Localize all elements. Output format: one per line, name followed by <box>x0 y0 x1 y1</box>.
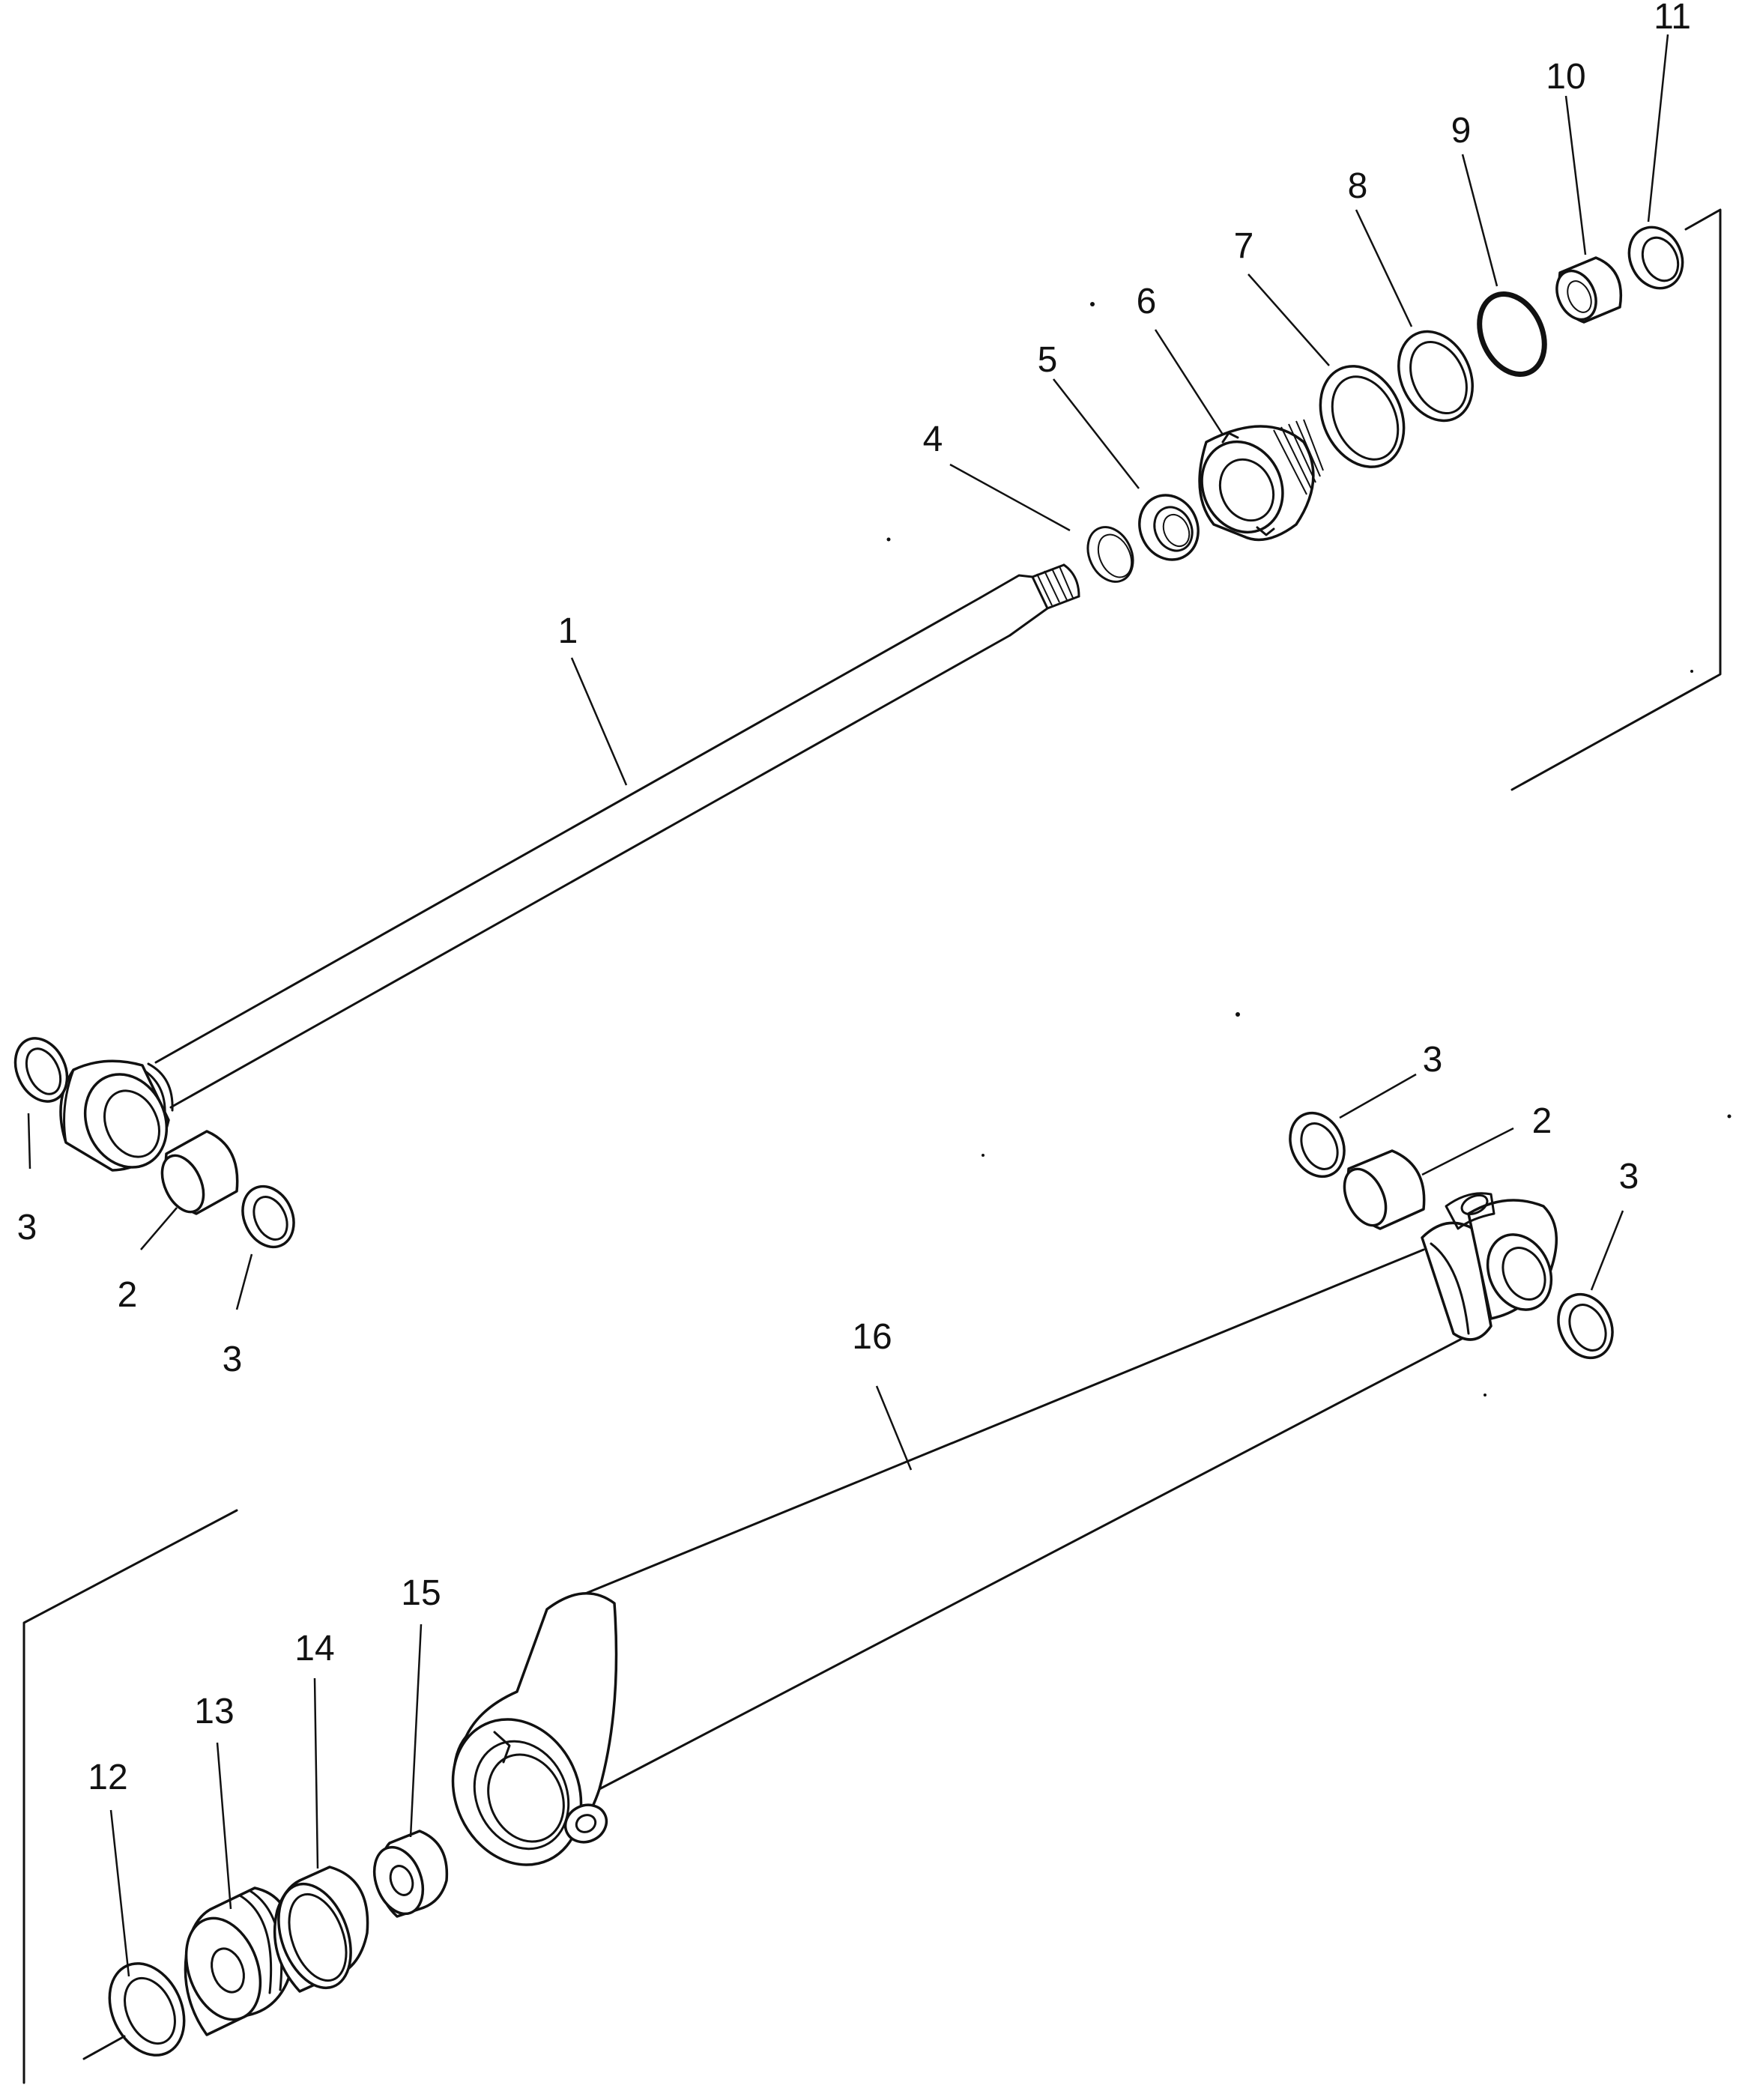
snap-ring <box>1086 526 1134 583</box>
label-part-12: 12 <box>88 1758 127 1797</box>
o-ring <box>1477 291 1547 377</box>
leader-lines <box>27 34 1669 1977</box>
label-part-14: 14 <box>294 1629 334 1668</box>
rod-end-bushing <box>160 1130 239 1215</box>
label-part-10: 10 <box>1546 57 1585 97</box>
cylinder-head <box>1198 419 1324 542</box>
label-part-4: 4 <box>923 420 943 459</box>
head-end-dust-seal-upper <box>1289 1111 1346 1178</box>
bushing <box>1555 256 1623 324</box>
label-part-11: 11 <box>1654 0 1691 37</box>
seal-ring <box>1397 330 1474 423</box>
label-part-3-far-left: 3 <box>17 1208 37 1247</box>
backup-ring <box>1319 365 1406 468</box>
assembly-bracket-lines <box>22 208 1722 2084</box>
scan-specks <box>886 302 1732 1397</box>
piston-rod <box>59 563 1080 1172</box>
label-part-7: 7 <box>1234 226 1254 266</box>
part-labels: 1 4 5 6 7 8 9 10 11 3 2 3 3 2 3 16 12 13… <box>17 0 1691 1797</box>
cylinder-tube <box>451 1192 1558 1866</box>
label-part-15: 15 <box>401 1573 441 1613</box>
label-part-3-upper-right: 3 <box>1423 1040 1443 1080</box>
rod-end-dust-seal-right <box>241 1184 295 1249</box>
label-part-6: 6 <box>1137 282 1157 321</box>
head-end-bushing <box>1343 1149 1426 1230</box>
dust-seal <box>1627 226 1684 290</box>
label-part-1: 1 <box>558 611 578 651</box>
label-part-3-far-right: 3 <box>1619 1157 1639 1196</box>
label-part-2-right: 2 <box>1532 1101 1552 1141</box>
piston-nut <box>372 1830 449 1918</box>
label-part-8: 8 <box>1348 166 1368 206</box>
label-part-16: 16 <box>852 1317 892 1357</box>
head-end-dust-seal-lower <box>1557 1292 1614 1360</box>
piston-ring <box>108 1962 186 2057</box>
wear-ring <box>273 1866 369 1993</box>
piston <box>184 1886 295 2036</box>
label-part-13: 13 <box>194 1692 234 1731</box>
label-part-2-upper-left: 2 <box>118 1275 138 1315</box>
label-part-5: 5 <box>1038 340 1058 380</box>
bushing-ring <box>1138 494 1200 561</box>
label-part-9: 9 <box>1451 111 1472 151</box>
rod-end-dust-seal-left <box>13 1037 69 1103</box>
label-part-3-lower-left: 3 <box>223 1340 243 1379</box>
